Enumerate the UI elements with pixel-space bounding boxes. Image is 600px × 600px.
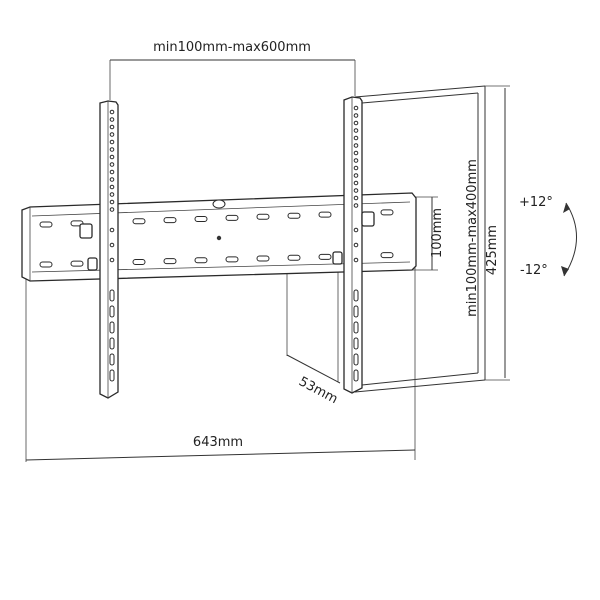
arm-hole	[353, 120, 359, 126]
arm-hole	[109, 199, 115, 205]
plate-holes-bottom-row	[39, 252, 394, 268]
plate-slot	[194, 257, 208, 264]
arm-hole	[353, 203, 359, 208]
arm-height-label: 425mm	[485, 225, 500, 275]
arm-hole	[353, 188, 359, 193]
arm-hole	[353, 173, 359, 178]
vertical-vesa-dimension: min100mm-max400mm	[465, 159, 480, 317]
arm-hole	[353, 165, 359, 171]
arm-hole	[109, 169, 115, 175]
arm-slot	[109, 305, 115, 318]
plate-slot	[39, 221, 53, 228]
plate-slot	[287, 212, 301, 219]
arm-hole	[109, 192, 115, 197]
left-tv-arm	[79, 100, 119, 399]
arm-slot	[109, 353, 115, 366]
arm-slot	[353, 353, 359, 366]
arrow-down-icon	[561, 266, 569, 276]
wall-plate-height-label: 100mm	[430, 208, 445, 258]
plate-slot	[318, 253, 332, 260]
arm-hole	[353, 143, 359, 148]
arm-hole	[109, 147, 115, 152]
arm-hole	[353, 135, 359, 141]
depth-dimension: 53mm	[286, 268, 341, 407]
plate-slot	[380, 209, 394, 216]
overall-width-dimension: 643mm	[25, 262, 416, 462]
arm-hole	[109, 177, 115, 182]
tilt-down-label: -12°	[520, 263, 548, 278]
arm-slot	[109, 369, 115, 382]
plate-slot	[380, 252, 394, 259]
vertical-vesa-label: min100mm-max400mm	[465, 159, 480, 317]
arm-hole	[109, 242, 115, 248]
left-lock-knob-icon	[87, 257, 98, 271]
arm-hole	[353, 105, 359, 111]
tilt-arc-icon	[563, 202, 577, 277]
arm-slot	[353, 337, 359, 350]
arm-slot	[353, 369, 359, 382]
arrow-up-icon	[563, 203, 570, 213]
arm-hole	[109, 207, 115, 212]
center-latch-icon	[212, 199, 226, 209]
overall-width-label: 643mm	[193, 435, 243, 450]
plate-slot	[163, 258, 177, 265]
arm-hole	[353, 257, 359, 263]
plate-slot	[287, 254, 301, 261]
plate-slot	[318, 211, 332, 218]
plate-slot	[132, 258, 146, 265]
arm-slot	[109, 289, 115, 302]
plate-holes-top-row	[39, 209, 394, 228]
right-lock-knob-icon	[332, 251, 343, 265]
arm-hole	[353, 242, 359, 248]
arm-hole	[109, 132, 115, 137]
right-tv-arm	[332, 96, 375, 394]
arm-hole	[109, 227, 115, 233]
right-arm-holes	[353, 105, 359, 382]
plate-slot	[132, 218, 146, 225]
arm-slot	[353, 321, 359, 334]
arm-hole	[353, 227, 359, 233]
arm-hole	[353, 113, 359, 118]
left-tilt-knob-icon	[79, 223, 93, 239]
left-arm-holes	[109, 109, 115, 382]
arm-hole	[353, 195, 359, 201]
arm-hole	[109, 184, 115, 190]
arm-hole	[353, 150, 359, 156]
arm-hole	[353, 158, 359, 163]
arm-hole	[353, 180, 359, 186]
plate-slot	[225, 214, 239, 221]
arm-hole	[109, 162, 115, 167]
wall-plate-height-dimension: 100mm	[412, 196, 445, 271]
arm-height-dimension: 425mm	[485, 85, 510, 381]
vesa-frame-outline	[354, 85, 486, 393]
arm-hole	[109, 109, 115, 115]
arm-hole	[109, 124, 115, 130]
arm-slot	[353, 289, 359, 302]
arm-slot	[109, 337, 115, 350]
horizontal-vesa-label: min100mm-max600mm	[153, 40, 311, 55]
arm-hole	[109, 139, 115, 145]
plate-slot	[39, 261, 53, 268]
plate-slot	[70, 260, 84, 267]
arm-hole	[353, 128, 359, 133]
arm-hole	[109, 154, 115, 160]
arm-hole	[109, 257, 115, 263]
plate-slot	[225, 256, 239, 263]
arm-hole	[109, 117, 115, 122]
horizontal-vesa-dimension: min100mm-max600mm	[109, 40, 356, 100]
plate-slot	[194, 216, 208, 222]
tilt-indicator: +12° -12°	[519, 195, 577, 278]
center-bolt-icon	[216, 235, 222, 241]
right-tilt-knob-icon	[361, 211, 375, 227]
plate-slot	[256, 255, 270, 262]
arm-slot	[353, 305, 359, 318]
arm-slot	[109, 321, 115, 334]
plate-slot	[256, 213, 270, 220]
plate-slot	[163, 217, 177, 224]
tilt-up-label: +12°	[519, 195, 553, 210]
